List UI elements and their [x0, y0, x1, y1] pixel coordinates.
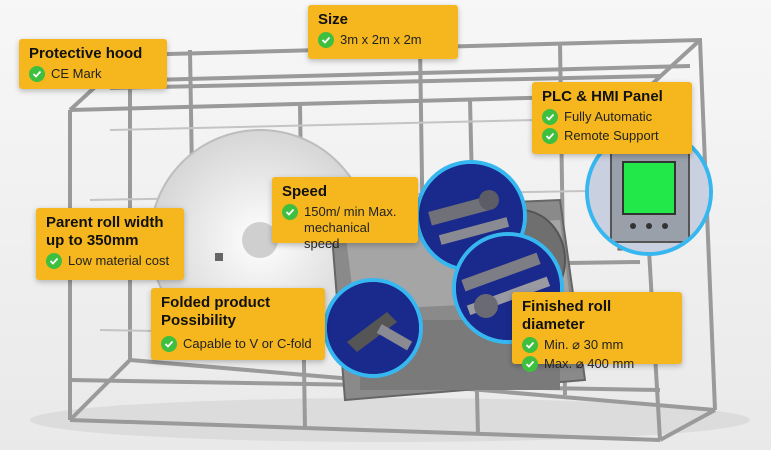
parent-roll-feature-text: Low material cost [68, 253, 170, 268]
plc-hmi-feature-2: Remote Support [542, 128, 682, 144]
folded-product-callout: Folded product Possibility Capable to V … [151, 288, 325, 360]
finished-roll-title: Finished roll diameter [522, 298, 612, 333]
protective-hood-callout: Protective hood CE Mark [19, 39, 167, 89]
parent-roll-title-2: up to 350mm [46, 232, 139, 249]
check-circle-icon [318, 32, 334, 48]
check-circle-icon [542, 128, 558, 144]
size-title: Size [318, 11, 349, 28]
speed-title: Speed [282, 183, 328, 200]
folded-product-lens [323, 278, 423, 378]
size-callout: Size 3m x 2m x 2m [308, 5, 458, 59]
parent-roll-callout: Parent roll width up to 350mm Low materi… [36, 208, 184, 280]
check-circle-icon [282, 204, 298, 220]
plc-hmi-callout: PLC & HMI Panel Fully Automatic Remote S… [532, 82, 692, 154]
plc-hmi-title: PLC & HMI Panel [542, 88, 663, 105]
check-circle-icon [522, 356, 538, 372]
parent-roll-title-1: Parent roll width [46, 214, 164, 231]
protective-hood-feature: CE Mark [29, 66, 157, 82]
speed-feature-text: 150m/ min Max. mechanical speed [304, 204, 408, 252]
check-circle-icon [46, 253, 62, 269]
check-circle-icon [29, 66, 45, 82]
speed-feature: 150m/ min Max. mechanical speed [282, 204, 408, 252]
finished-roll-feature-1: Min. ⌀ 30 mm [522, 337, 672, 353]
parent-roll-feature: Low material cost [46, 253, 174, 269]
finished-roll-feature-2-text: Max. ⌀ 400 mm [544, 356, 635, 371]
speed-feature-line-2: mechanical speed [304, 220, 370, 251]
protective-hood-feature-text: CE Mark [51, 66, 102, 81]
finished-roll-feature-1-text: Min. ⌀ 30 mm [544, 337, 624, 352]
finished-roll-callout: Finished roll diameter Min. ⌀ 30 mm Max.… [512, 292, 682, 372]
plc-hmi-feature-1: Fully Automatic [542, 109, 682, 125]
check-circle-icon [161, 336, 177, 352]
finished-roll-feature-2: Max. ⌀ 400 mm [522, 356, 672, 372]
protective-hood-title: Protective hood [29, 45, 143, 62]
size-feature-text: 3m x 2m x 2m [340, 32, 422, 47]
plc-hmi-feature-2-text: Remote Support [564, 128, 659, 143]
folded-product-feature-text: Capable to V or C-fold [183, 336, 312, 351]
folded-product-title-1: Folded product [161, 294, 271, 311]
folded-product-feature: Capable to V or C-fold [161, 336, 315, 352]
speed-feature-line-1: 150m/ min Max. [304, 204, 397, 219]
check-circle-icon [522, 337, 538, 353]
folded-product-title-2: Possibility [161, 312, 237, 329]
plc-hmi-feature-1-text: Fully Automatic [564, 109, 653, 124]
speed-callout: Speed 150m/ min Max. mechanical speed [272, 177, 418, 251]
size-feature: 3m x 2m x 2m [318, 32, 448, 48]
check-circle-icon [542, 109, 558, 125]
